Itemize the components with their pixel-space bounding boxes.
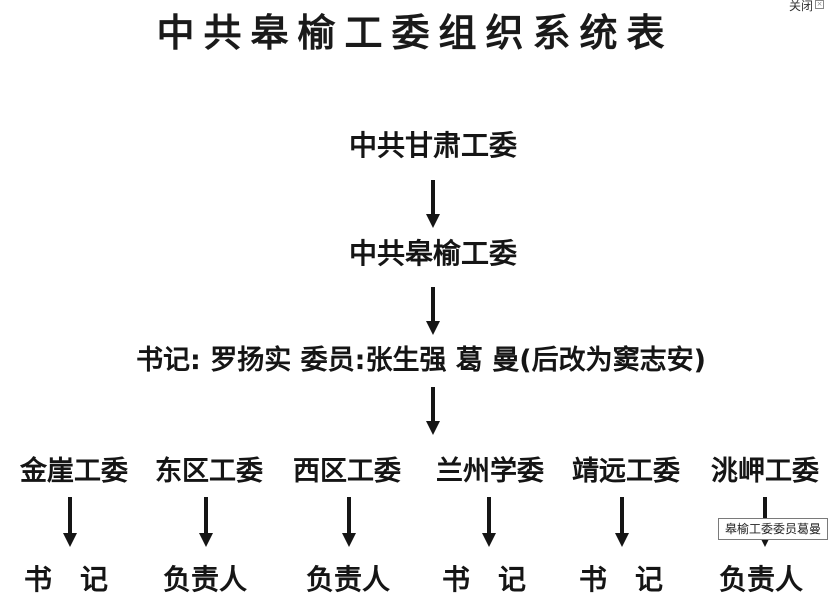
close-label: 关闭	[788, 0, 813, 13]
branch-jingyuan: 靖远工委	[572, 456, 680, 487]
branch-taomao: 洮岬工委	[711, 456, 819, 487]
role-jinya: 书 记	[23, 563, 108, 596]
arrow-down-icon	[426, 180, 440, 228]
chart-title: 中共皋榆工委组织系统表	[156, 10, 674, 55]
role-dongqu: 负责人	[162, 563, 247, 596]
arrow-down-icon	[342, 497, 356, 547]
role-taomao: 负责人	[718, 563, 803, 596]
arrow-down-icon	[426, 387, 440, 435]
node-gansu-committee: 中共甘肃工委	[348, 129, 517, 162]
branch-dongqu: 东区工委	[155, 456, 263, 487]
close-icon[interactable]: ×	[815, 0, 824, 9]
branch-lanzhou: 兰州学委	[436, 456, 544, 487]
role-jingyuan: 书 记	[578, 563, 663, 596]
branch-jinya: 金崖工委	[20, 456, 128, 487]
arrow-down-icon	[199, 497, 213, 547]
node-gaoyu-committee: 中共皋榆工委	[348, 237, 517, 270]
role-xiqu: 负责人	[305, 563, 390, 596]
branch-xiqu: 西区工委	[293, 456, 401, 487]
arrow-down-icon	[482, 497, 496, 547]
node-committee-members: 书记: 罗扬实 委员:张生强 葛 曼(后改为窦志安)	[136, 345, 706, 376]
arrow-down-icon	[615, 497, 629, 547]
arrow-down-icon	[426, 287, 440, 335]
role-lanzhou: 书 记	[441, 563, 526, 596]
arrow-down-icon	[63, 497, 77, 547]
close-link[interactable]: 关闭×	[789, 0, 824, 14]
tooltip: 皋榆工委委员葛曼	[718, 518, 828, 540]
